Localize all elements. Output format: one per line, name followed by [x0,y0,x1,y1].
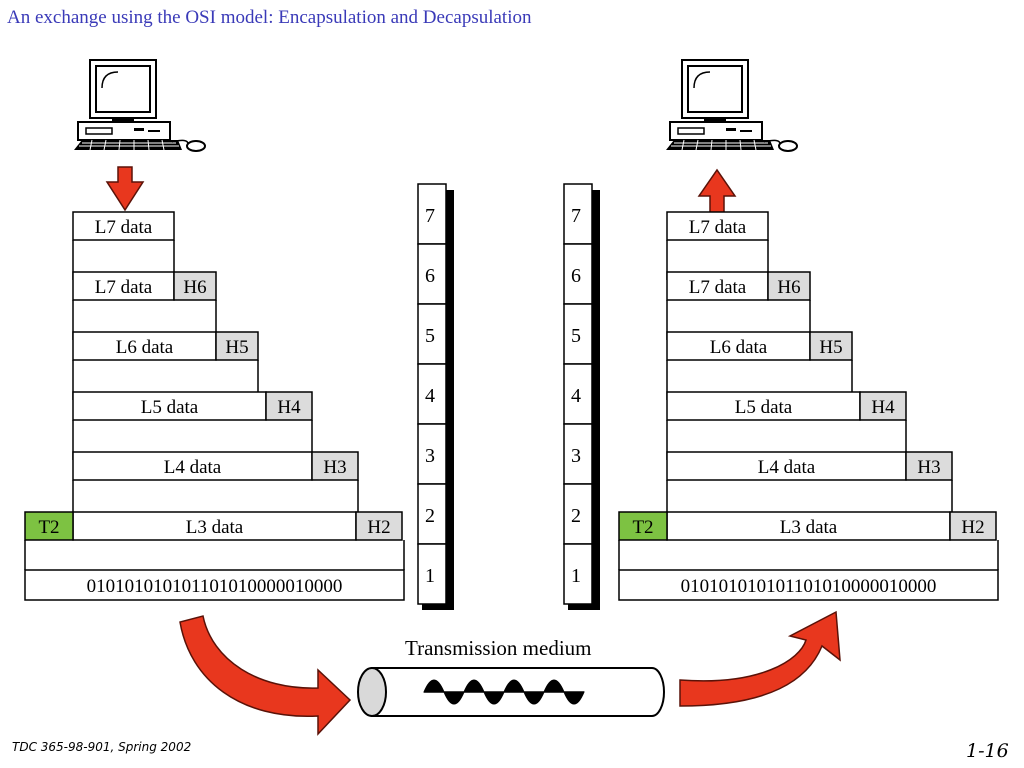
layer-cell [417,243,447,305]
frame-data-box [666,211,769,241]
frame-header-box [173,271,217,301]
frame-header-label: H2 [367,517,390,538]
sender-down-arrow-icon [105,166,145,212]
layer-number: 2 [425,505,435,527]
frame-data-box [72,211,175,241]
frame-header-box [767,271,811,301]
curved-arrow-down-icon [179,615,352,736]
layer-number: 7 [425,205,435,227]
bitstream-label: 010101010101101010000010000 [87,576,343,597]
frame-data-box [666,331,811,361]
transmission-medium-label: Transmission medium [405,636,592,660]
layer-number: 7 [571,205,581,227]
layer-cell [417,303,447,365]
frame-header-label: H3 [917,457,940,478]
frame-trailer-box [24,511,74,541]
layer-column-shadow [592,190,600,604]
layer-number: 1 [571,565,581,587]
layer-number: 3 [425,445,435,467]
layer-number: 4 [425,385,435,407]
receiver-up-arrow-icon [697,168,737,215]
layer-number: 5 [425,325,435,347]
frame-data-label: L4 data [164,457,222,478]
layer-column-shadow [422,604,454,610]
frame-trailer-box [618,511,668,541]
frame-header-box [949,511,997,541]
layer-cell [417,423,447,485]
layer-column-shadow [568,604,600,610]
frame-trailer-label: T2 [632,517,653,538]
frame-data-box [72,331,217,361]
bitstream-label: 010101010101101010000010000 [681,576,937,597]
layer-cell [417,543,447,605]
frame-header-label: H4 [871,397,895,418]
frame-data-label: L7 data [95,217,153,238]
frame-data-label: L3 data [780,517,838,538]
frame-data-label: L7 data [689,217,747,238]
frame-header-label: H4 [277,397,301,418]
layer-cell [563,423,593,485]
layer-number: 6 [571,265,581,287]
transmission-medium-cable [357,667,665,717]
sender-computer-icon [73,59,206,152]
frame-header-box [355,511,403,541]
frame-header-label: H5 [819,337,842,358]
frame-data-box [72,391,267,421]
layer-number: 4 [571,385,581,407]
layer-cell [563,483,593,545]
frame-header-label: H2 [961,517,984,538]
frame-data-label: L7 data [689,277,747,298]
bitstream-box [618,569,999,601]
layer-number: 6 [425,265,435,287]
layer-cell [563,303,593,365]
signal-wave-icon [423,679,585,705]
slide-title: An exchange using the OSI model: Encapsu… [7,7,532,28]
layer-column-shadow [446,190,454,604]
layer-column-right: 7 6 5 4 3 2 1 [563,183,600,610]
layer-number: 1 [425,565,435,587]
frame-header-box [265,391,313,421]
frame-header-box [905,451,953,481]
layer-cell [417,183,447,245]
footer-course: TDC 365-98-901, Spring 2002 [12,740,192,754]
frame-data-label: L4 data [758,457,816,478]
frame-data-label: L7 data [95,277,153,298]
layer-cell [563,183,593,245]
frame-header-box [311,451,359,481]
layer-number: 5 [571,325,581,347]
frame-data-label: L5 data [141,397,199,418]
frame-header-label: H3 [323,457,346,478]
receiver-computer-icon [665,59,798,152]
frame-data-label: L6 data [116,337,174,358]
frame-data-label: L5 data [735,397,793,418]
layer-cell [417,483,447,545]
layer-number: 3 [571,445,581,467]
frame-header-box [859,391,907,421]
frame-header-label: H6 [777,277,800,298]
frame-header-box [215,331,259,361]
curved-arrow-up-icon [679,610,841,707]
frame-data-box [72,271,175,301]
layer-number: 2 [571,505,581,527]
footer-page-number: 1-16 [966,740,1009,762]
frame-data-box [72,451,313,481]
layer-column-left: 7 6 5 4 3 2 1 [417,183,454,610]
frame-header-label: H6 [183,277,206,298]
bitstream-box [24,569,405,601]
frame-data-label: L3 data [186,517,244,538]
frame-header-box [809,331,853,361]
frame-data-box [72,511,357,541]
frame-header-label: H5 [225,337,248,358]
frame-data-box [666,271,769,301]
frame-trailer-label: T2 [38,517,59,538]
frame-data-label: L6 data [710,337,768,358]
